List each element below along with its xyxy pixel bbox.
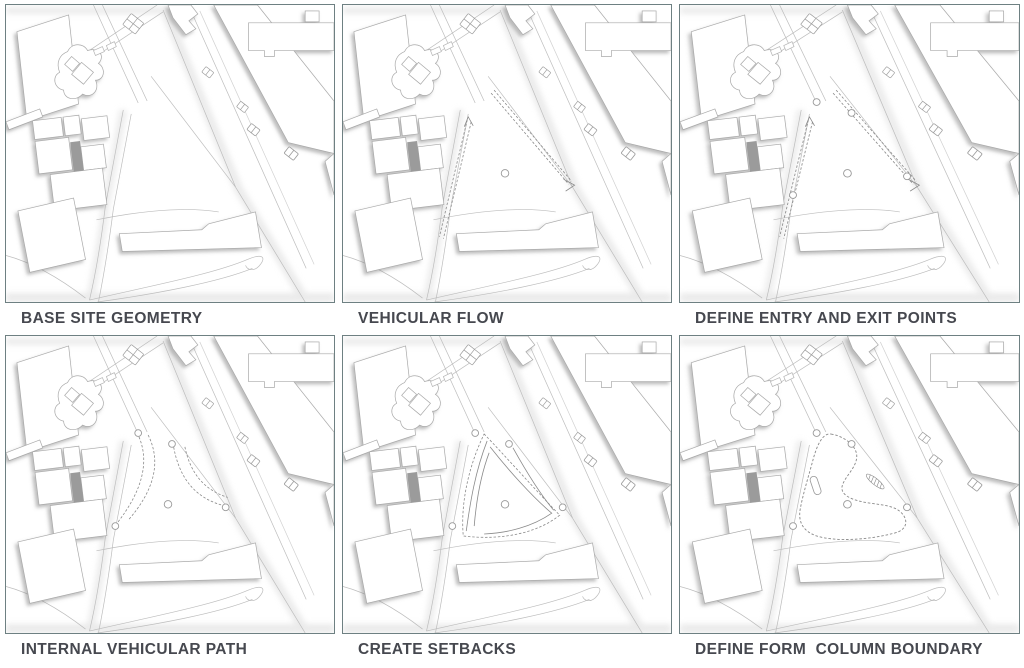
overlay-site-center-node [163, 500, 173, 509]
panel-base-site-geometry: BASE SITE GEOMETRY [5, 4, 335, 335]
panel-create-setbacks: CREATE SETBACKS [342, 335, 672, 666]
site-map-frame [342, 4, 672, 303]
panel-caption: CREATE SETBACKS [358, 641, 517, 658]
site-map-frame [5, 335, 335, 634]
panel-internal-vehicular-path: INTERNAL VEHICULAR PATH [5, 335, 335, 666]
base-site-map [6, 336, 334, 633]
overlay-site-center-node [500, 169, 510, 178]
create-setbacks-map [343, 336, 671, 633]
site-map-frame [679, 4, 1020, 303]
panel-define-entry-exit-points: DEFINE ENTRY AND EXIT POINTS [679, 4, 1020, 335]
panel-vehicular-flow: VEHICULAR FLOW [342, 4, 672, 335]
overlay-site-center-node [843, 169, 852, 178]
base-site-map [6, 5, 334, 302]
panel-caption: INTERNAL VEHICULAR PATH [21, 641, 248, 658]
internal-vehicular-path-map [6, 336, 334, 633]
panel-caption: BASE SITE GEOMETRY [21, 310, 203, 327]
panel-caption: VEHICULAR FLOW [358, 310, 504, 327]
site-map-frame [5, 4, 335, 303]
panel-define-form-column-boundary: DEFINE FORM COLUMN BOUNDARY [679, 335, 1020, 666]
base-site-map [680, 336, 1019, 633]
site-map-frame [342, 335, 672, 634]
overlay-site-center-node [500, 500, 510, 509]
base-site-geometry-map [6, 5, 334, 302]
define-entry-exit-points-map [680, 5, 1019, 302]
panel-caption: DEFINE FORM COLUMN BOUNDARY [695, 641, 983, 658]
base-site-map [343, 5, 671, 302]
define-form-column-boundary-map [680, 336, 1019, 633]
vehicular-flow-map [343, 5, 671, 302]
base-site-map [680, 5, 1019, 302]
base-site-map [343, 336, 671, 633]
overlay-site-center-node [843, 500, 852, 509]
site-map-frame [679, 335, 1020, 634]
panel-caption: DEFINE ENTRY AND EXIT POINTS [695, 310, 958, 327]
